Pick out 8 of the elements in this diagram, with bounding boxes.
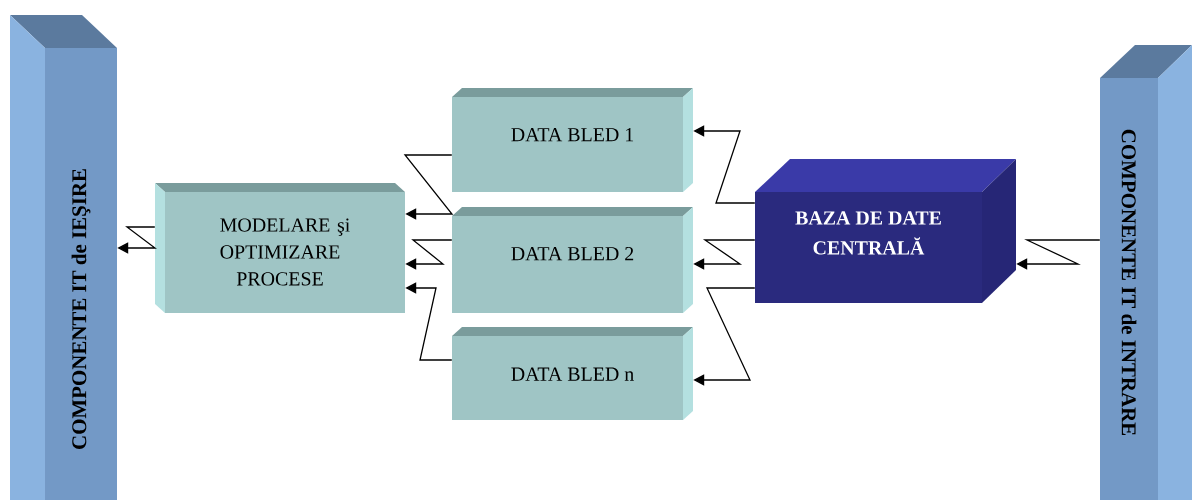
database-box: BAZA DE DATE CENTRALĂ — [755, 159, 1016, 303]
side-bar: COMPONENTE IT de IEŞIRE — [10, 15, 117, 500]
process-box: DATA BLED 1 — [452, 88, 693, 192]
side-bar: COMPONENTE IT de INTRARE — [1100, 45, 1192, 500]
process-box: MODELARE şi OPTIMIZARE PROCESE — [155, 183, 405, 313]
process-box: DATA BLED n — [452, 327, 693, 420]
arrow — [403, 154, 454, 220]
process-box: DATA BLED 2 — [452, 207, 693, 313]
